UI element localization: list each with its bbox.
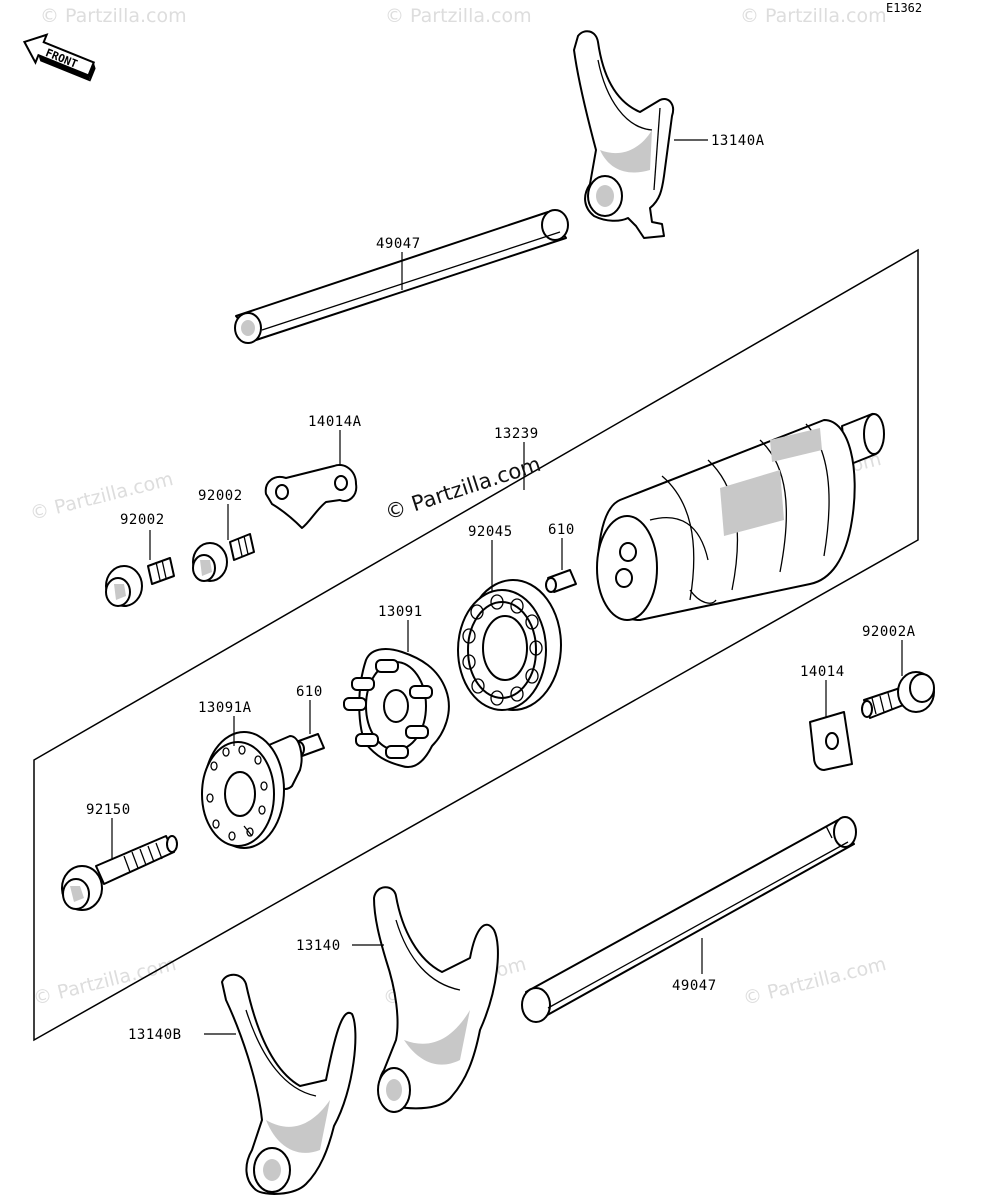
bolt-92002a bbox=[861, 671, 935, 719]
shift-fork-13140b bbox=[221, 973, 357, 1195]
label-13091a: 13091A bbox=[198, 700, 252, 716]
label-49047-top: 49047 bbox=[376, 236, 421, 252]
watermark: © Partzilla.com bbox=[741, 953, 889, 1010]
bolt-92002-left bbox=[105, 557, 175, 607]
stopper-plate-14014a bbox=[264, 464, 358, 529]
shift-fork-shaft-bottom bbox=[521, 816, 857, 1023]
label-92002-a: 92002 bbox=[120, 512, 165, 528]
bolt-92150 bbox=[61, 835, 178, 911]
label-13091: 13091 bbox=[378, 604, 423, 620]
shift-drum-13239 bbox=[596, 413, 885, 621]
shift-fork-13140a bbox=[573, 30, 674, 239]
label-13140a: 13140A bbox=[711, 133, 765, 149]
label-14014: 14014 bbox=[800, 664, 845, 680]
label-13239: 13239 bbox=[494, 426, 539, 442]
front-arrow-icon: FRONT bbox=[22, 33, 96, 82]
diagram-code: E1362 bbox=[886, 1, 922, 15]
assembly-group-outline bbox=[33, 248, 919, 1042]
label-92002-b: 92002 bbox=[198, 488, 243, 504]
label-92045: 92045 bbox=[468, 524, 513, 540]
watermark-main: © Partzilla.com bbox=[382, 452, 544, 525]
stopper-plate-14014 bbox=[809, 711, 853, 771]
watermark: © Partzilla.com bbox=[31, 953, 179, 1010]
label-14014a: 14014A bbox=[308, 414, 362, 430]
label-610-lower: 610 bbox=[296, 684, 323, 700]
pin-stubs bbox=[343, 659, 433, 759]
label-92150: 92150 bbox=[86, 802, 131, 818]
label-92002a: 92002A bbox=[862, 624, 916, 640]
watermark: © Partzilla.com bbox=[385, 5, 532, 27]
bolt-92002-right bbox=[192, 533, 255, 582]
bearing-92045 bbox=[457, 579, 562, 711]
watermark: © Partzilla.com bbox=[40, 5, 187, 27]
label-13140: 13140 bbox=[296, 938, 341, 954]
shift-fork-13140 bbox=[373, 886, 499, 1113]
shift-drum-cam-13091a bbox=[201, 731, 303, 849]
shift-drum-pin-plate-13091 bbox=[343, 648, 450, 768]
label-49047-bottom: 49047 bbox=[672, 978, 717, 994]
watermark: © Partzilla.com bbox=[740, 5, 887, 27]
shift-fork-shaft-top bbox=[234, 209, 569, 344]
label-13140b: 13140B bbox=[128, 1027, 182, 1043]
label-610-upper: 610 bbox=[548, 522, 575, 538]
dowel-pin-610-upper bbox=[545, 569, 577, 593]
